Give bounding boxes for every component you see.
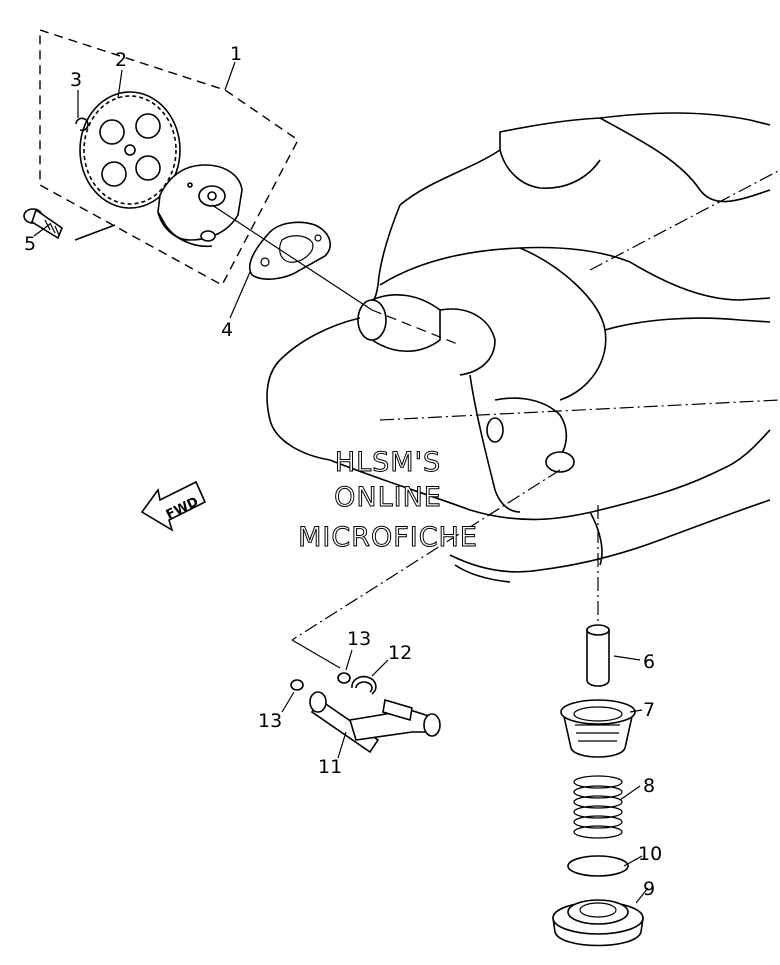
oil-pump-assembly-group	[39, 29, 299, 286]
bolt	[23, 208, 63, 240]
callout-6: 6	[643, 651, 655, 673]
callout-11: 11	[318, 756, 342, 778]
callouts: 1 2 3 4 5 6 7 8 9 10 11 12 13 13	[24, 43, 662, 900]
callout-12: 12	[388, 642, 412, 664]
fwd-arrow-icon: FWD	[140, 480, 207, 532]
drain-o-ring	[567, 855, 629, 877]
o-ring-lower	[290, 679, 304, 691]
oil-pump-body	[157, 164, 243, 248]
callout-4: 4	[221, 319, 233, 341]
callout-3: 3	[70, 69, 82, 91]
callout-2: 2	[115, 49, 127, 71]
watermark: HLSM'S ONLINE MICROFICHE	[298, 447, 478, 554]
strainer-spring	[573, 775, 623, 839]
engine-case	[266, 112, 780, 622]
watermark-line1: HLSM'S	[335, 447, 441, 478]
pipe-circlip	[351, 675, 377, 695]
watermark-line2: ONLINE	[334, 482, 442, 513]
callout-9: 9	[643, 878, 655, 900]
callout-10: 10	[638, 843, 662, 865]
gasket	[248, 221, 331, 280]
oil-strainer	[560, 699, 636, 758]
watermark-line3: MICROFICHE	[298, 522, 478, 553]
oil-pipe-joint	[309, 691, 441, 754]
oil-pump-gear	[79, 91, 181, 209]
circlip	[75, 117, 89, 132]
callout-5: 5	[24, 233, 36, 255]
callout-8: 8	[643, 775, 655, 797]
leader-lines	[33, 69, 649, 904]
callout-13-upper: 13	[347, 628, 371, 650]
callout-1: 1	[230, 43, 242, 65]
o-ring-upper	[337, 672, 351, 684]
callout-7: 7	[643, 699, 655, 721]
callout-13-lower: 13	[258, 710, 282, 732]
strainer-pipe	[586, 624, 610, 687]
drain-plug	[552, 899, 644, 947]
